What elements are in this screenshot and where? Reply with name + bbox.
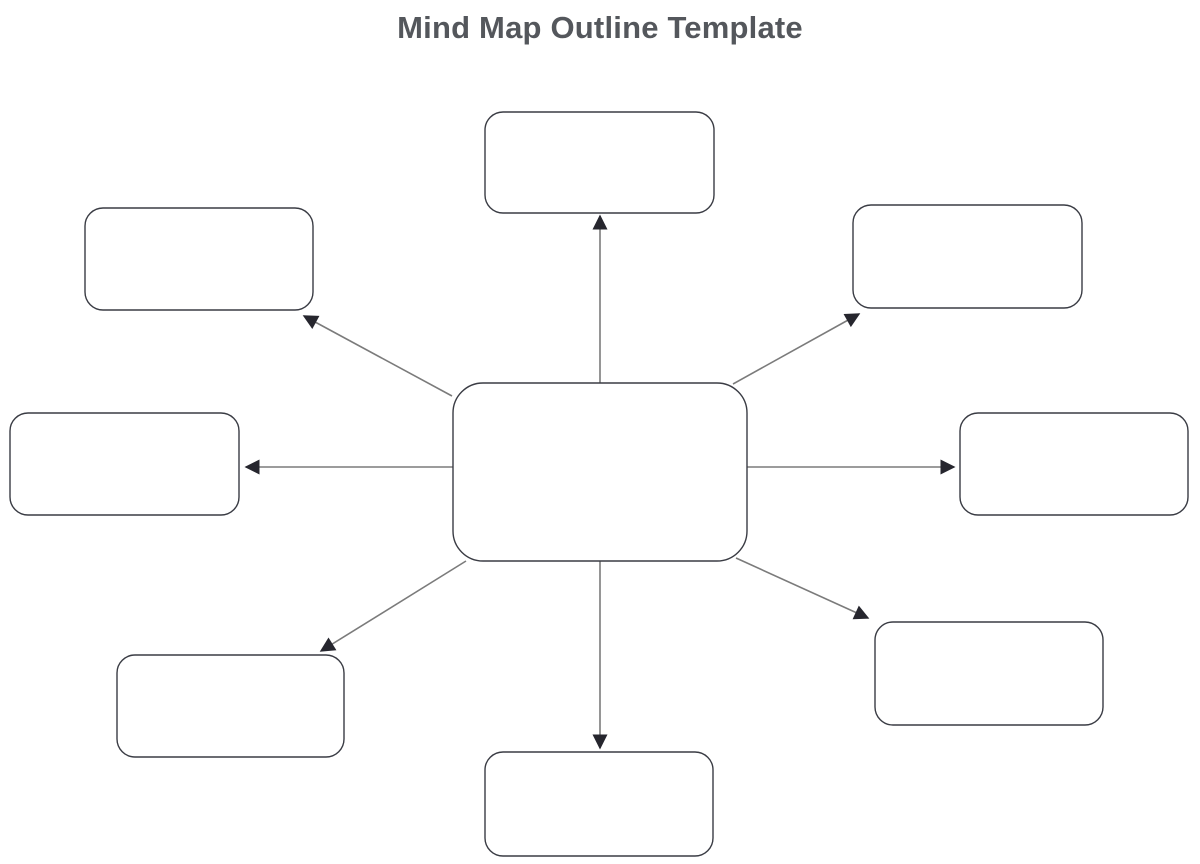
branch-top-box[interactable] [484,111,715,214]
page-title: Mind Map Outline Template [397,10,803,45]
branch-node-right[interactable] [959,412,1189,516]
connector-to-top-left [302,315,453,397]
branch-top-right-box[interactable] [852,204,1083,309]
branch-node-bottom[interactable] [484,751,714,857]
connector-to-bottom-left [319,560,467,652]
branch-top-left-box[interactable] [84,207,314,311]
branch-node-top-right[interactable] [852,204,1083,309]
branch-bottom-left-box[interactable] [116,654,345,758]
branch-right-box[interactable] [959,412,1189,516]
branch-node-bottom-left[interactable] [116,654,345,758]
branch-bottom-box[interactable] [484,751,714,857]
branch-node-left[interactable] [9,412,240,516]
branch-node-bottom-right[interactable] [874,621,1104,726]
central-topic-node[interactable] [452,382,748,562]
connector-to-top-right [732,313,861,385]
connector-to-bottom-right [735,557,870,620]
branch-node-top[interactable] [484,111,715,214]
central-topic-box[interactable] [452,382,748,562]
connector-group [244,214,956,750]
branch-node-top-left[interactable] [84,207,314,311]
branch-bottom-right-box[interactable] [874,621,1104,726]
branch-left-box[interactable] [9,412,240,516]
